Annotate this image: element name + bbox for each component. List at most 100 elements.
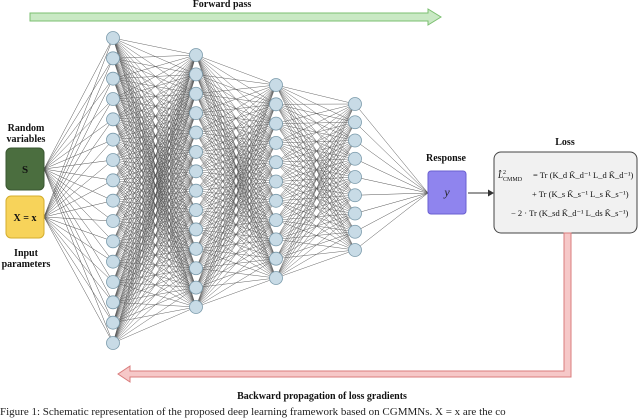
network-edge: [112, 58, 197, 94]
network-edge: [195, 123, 277, 308]
network-edge: [275, 200, 356, 214]
input-edge: [43, 216, 114, 242]
network-edge: [112, 200, 197, 211]
network-edge: [112, 98, 197, 211]
network-edge: [275, 176, 356, 202]
input-edge: [43, 168, 114, 323]
network-edge: [112, 58, 197, 211]
network-edge: [275, 158, 356, 259]
output-edge: [354, 140, 429, 194]
network-edge: [275, 195, 356, 202]
input-edge: [43, 37, 114, 170]
network-edge: [112, 209, 197, 262]
neuron-node: [106, 173, 120, 188]
network-edge: [112, 132, 197, 242]
network-edge: [195, 84, 277, 288]
network-edge: [112, 171, 197, 262]
network-edge: [112, 171, 197, 222]
neuron-node: [189, 241, 203, 256]
network-edge: [275, 158, 356, 182]
neuron-node: [106, 336, 120, 350]
network-edge: [275, 162, 356, 251]
network-edge: [112, 180, 197, 250]
network-edge: [275, 200, 356, 232]
input-edge: [43, 58, 114, 218]
network-edge: [112, 78, 197, 191]
network-edge: [112, 119, 197, 133]
network-edge: [112, 78, 197, 114]
network-edge: [195, 258, 277, 308]
network-edge: [112, 98, 197, 249]
network-edge: [112, 190, 197, 283]
network-edge: [112, 78, 197, 211]
network-edge: [112, 241, 197, 288]
network-edge: [275, 140, 356, 221]
network-edge: [112, 139, 197, 191]
network-edge: [112, 180, 197, 308]
response-box: [427, 170, 467, 215]
network-edge: [275, 104, 356, 251]
network-edge: [112, 93, 197, 100]
network-edge: [112, 159, 197, 288]
network-edge: [112, 287, 197, 344]
network-edge: [112, 98, 197, 191]
network-edge: [275, 176, 356, 279]
network-edge: [112, 74, 197, 344]
network-edge: [112, 287, 197, 323]
response-to-loss-arrow: [468, 189, 494, 197]
network-edge: [112, 74, 197, 181]
network-edge: [112, 139, 197, 153]
neuron-node: [189, 145, 203, 159]
network-edge: [275, 104, 356, 196]
network-edge: [275, 103, 356, 124]
network-edge: [112, 54, 197, 59]
network-edge: [112, 281, 197, 288]
network-edge: [112, 171, 197, 344]
input-edge: [43, 168, 114, 201]
network-edge: [112, 241, 197, 269]
network-edge: [275, 123, 356, 196]
network-edge: [275, 104, 356, 178]
loss-line-1: = Tr (K_d K̃_d⁻¹ L_d K̃_d⁻¹): [533, 170, 633, 180]
neuron-node: [189, 48, 203, 62]
network-edge: [112, 220, 197, 308]
network-edge: [112, 151, 197, 222]
network-edge: [112, 268, 197, 323]
network-edge: [275, 195, 356, 221]
network-edge: [112, 151, 197, 161]
network-edge: [195, 84, 277, 269]
network-edge: [275, 103, 356, 221]
input-edge: [43, 168, 114, 181]
network-edge: [112, 37, 197, 153]
network-edge: [195, 74, 277, 86]
neuron-node: [106, 254, 120, 269]
network-edge: [112, 229, 197, 242]
network-edge: [112, 37, 197, 94]
input-parameters-label-line1: Input: [14, 248, 39, 259]
network-edge: [112, 151, 197, 262]
network-edge: [112, 54, 197, 283]
network-edge: [112, 200, 197, 230]
network-edge: [275, 140, 356, 144]
network-edge: [112, 190, 197, 222]
neuron-node: [348, 206, 362, 221]
response-label: Response: [426, 153, 467, 164]
network-edge: [112, 190, 197, 344]
network-edge: [112, 190, 197, 242]
network-edge: [275, 122, 356, 163]
network-edge: [275, 195, 356, 259]
input-edge: [43, 168, 114, 262]
neuron-node: [189, 164, 203, 179]
neuron-node: [189, 86, 203, 101]
network-edge: [112, 139, 197, 211]
network-edge: [112, 37, 197, 191]
network-edge: [112, 119, 197, 153]
network-edge: [275, 122, 356, 279]
input-edge: [43, 139, 114, 218]
neuron-node: [189, 280, 203, 295]
network-edge: [112, 159, 197, 191]
input-edge: [43, 216, 114, 344]
network-edge: [112, 119, 197, 191]
input-edge: [43, 98, 114, 170]
neuron-node: [106, 92, 120, 106]
